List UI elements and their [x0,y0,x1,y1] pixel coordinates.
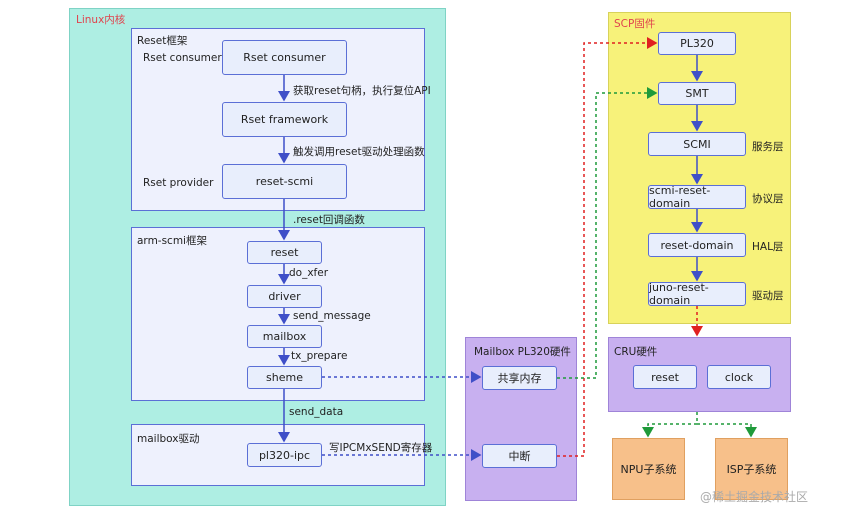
rset-framework-box: Rset framework [222,102,347,137]
edge-label-write-register: 写IPCMxSEND寄存器 [329,442,433,454]
scp-firmware-title: SCP固件 [614,18,656,30]
layer-service-label: 服务层 [752,141,784,153]
isp-subsystem-box: ISP子系统 [715,438,788,500]
consumer-label: Rset consumer [143,52,222,64]
smt-box: SMT [658,82,736,105]
edge-label-callback: .reset回调函数 [293,214,365,226]
interrupt-box: 中断 [482,444,557,468]
edge-label-send-data: send_data [289,406,344,418]
scmi-sheme-box: sheme [247,366,322,389]
edge-label-send-message: send_message [293,310,371,322]
reset-domain-box: reset-domain [648,233,746,257]
watermark: @稀土掘金技术社区 [700,490,809,504]
scmi-reset-domain-box: scmi-reset-domain [648,184,746,210]
arrow-cru-isp [697,423,757,438]
scmi-box: SCMI [648,132,746,156]
npu-subsystem-box: NPU子系统 [612,438,685,500]
layer-protocol-label: 协议层 [752,193,784,205]
reset-frame-title: Reset框架 [137,35,188,47]
juno-reset-domain-box: juno-reset-domain [648,281,746,307]
arrow-sharedmem-smt [557,87,658,379]
pl320-box: PL320 [658,32,736,55]
layer-driver-label: 驱动层 [752,290,784,302]
layer-hal-label: HAL层 [752,241,784,253]
mailbox-pl320-title: Mailbox PL320硬件 [474,346,571,358]
edge-label-trigger: 触发调用reset驱动处理函数 [293,146,425,158]
cru-clock-box: clock [707,365,771,389]
edge-label-get-handle: 获取reset句柄，执行复位API [293,85,431,97]
arm-scmi-title: arm-scmi框架 [137,235,207,247]
edge-label-tx-prepare: tx_prepare [291,350,348,362]
scmi-driver-box: driver [247,285,322,308]
mailbox-pl320-region [465,337,577,501]
pl320-ipc-box: pl320-ipc [247,443,322,467]
arrow-interrupt-pl320 [557,37,658,457]
arrow-cru-npu [642,412,698,438]
provider-label: Rset provider [143,177,214,189]
edge-label-do-xfer: do_xfer [289,267,329,279]
scmi-mailbox-box: mailbox [247,325,322,348]
scmi-reset-box: reset [247,241,322,264]
linux-kernel-title: Linux内核 [76,14,126,26]
reset-scmi-box: reset-scmi [222,164,347,199]
shared-memory-box: 共享内存 [482,366,557,390]
rset-consumer-box: Rset consumer [222,40,347,75]
cru-reset-box: reset [633,365,697,389]
cru-hardware-title: CRU硬件 [614,346,658,358]
mailbox-driver-title: mailbox驱动 [137,433,200,445]
